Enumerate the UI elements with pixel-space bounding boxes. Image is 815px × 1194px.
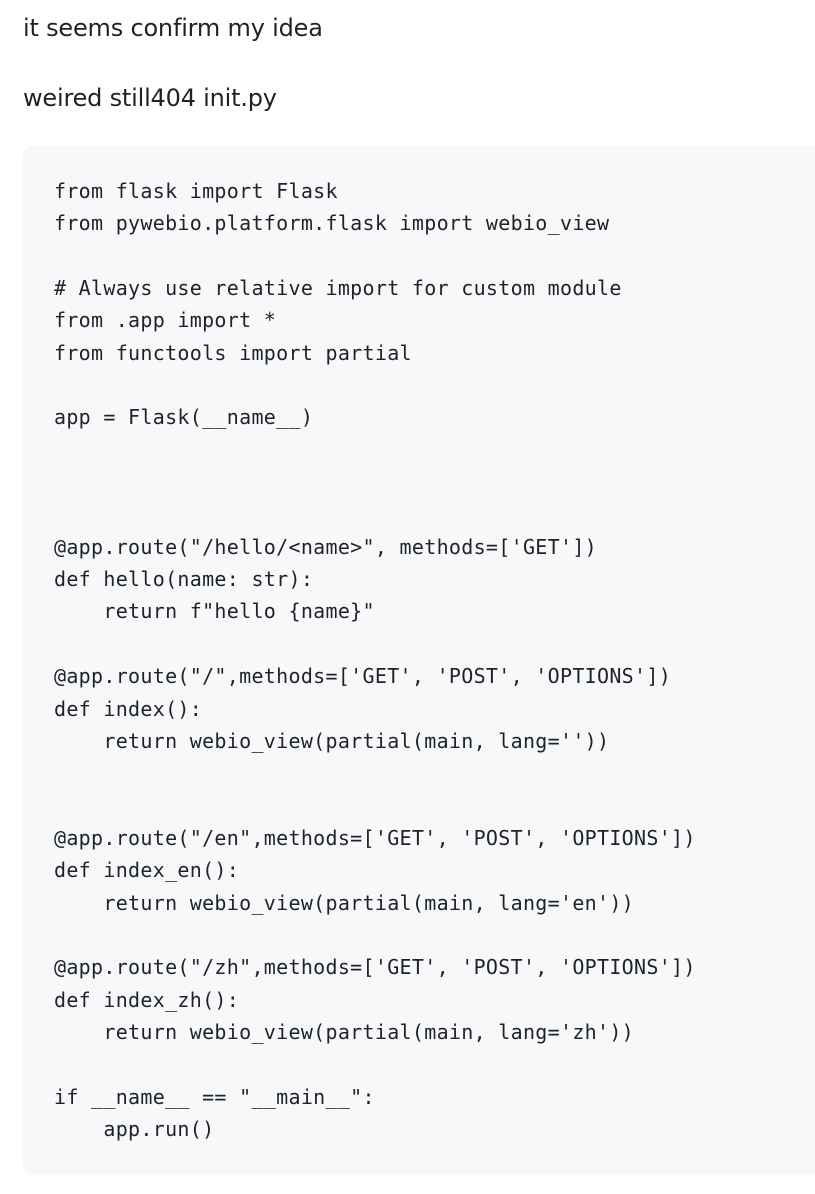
code-line: return webio_view(partial(main, lang='')… [54, 728, 610, 753]
code-line: if __name__ == "__main__": [54, 1084, 375, 1109]
code-line: return webio_view(partial(main, lang='en… [54, 890, 635, 915]
code-line: @app.route("/zh",methods=['GET', 'POST',… [54, 955, 696, 980]
code-line: @app.route("/hello/<name>", methods=['GE… [54, 534, 598, 559]
code-line [54, 1048, 815, 1080]
code-line: app.run() [54, 1116, 215, 1141]
code-line [54, 466, 815, 498]
code-line: from .app import * [54, 308, 277, 333]
code-line: # Always use relative import for custom … [54, 276, 622, 301]
code-line [54, 790, 815, 822]
code-line [54, 369, 815, 401]
code-line: def index_zh(): [54, 987, 240, 1012]
code-line [54, 757, 815, 789]
code-line [54, 240, 815, 272]
code-line [54, 498, 815, 530]
code-line: return webio_view(partial(main, lang='zh… [54, 1019, 635, 1044]
code-line: app = Flask(__name__) [54, 405, 314, 430]
code-block[interactable]: from flask import Flask from pywebio.pla… [23, 146, 815, 1175]
code-line: from functools import partial [54, 340, 412, 365]
comment-paragraph: it seems confirm my idea [23, 14, 323, 42]
code-line [54, 434, 815, 466]
code-line: def index_en(): [54, 858, 240, 883]
code-line: from flask import Flask [54, 179, 338, 203]
code-line [54, 919, 815, 951]
code-line: return f"hello {name}" [54, 599, 375, 624]
code-line: def index(): [54, 696, 203, 721]
comment-paragraph: weired still404 init.py [23, 84, 277, 112]
code-line: from pywebio.platform.flask import webio… [54, 211, 610, 236]
code-line [54, 628, 815, 660]
code-line: def hello(name: str): [54, 567, 314, 592]
code-line: @app.route("/",methods=['GET', 'POST', '… [54, 664, 672, 689]
code-line: @app.route("/en",methods=['GET', 'POST',… [54, 825, 696, 850]
